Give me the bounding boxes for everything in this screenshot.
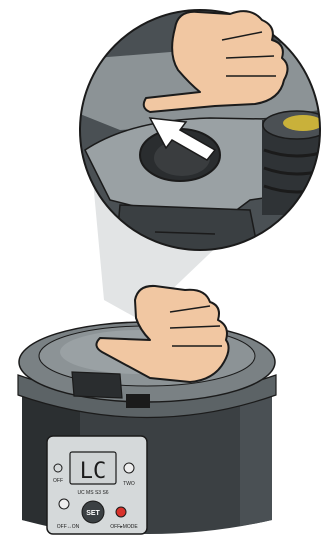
plus-button[interactable] — [124, 463, 134, 473]
label-off: OFF — [53, 478, 63, 484]
ribbed-connector — [262, 111, 322, 215]
control-panel: LC OFF TWO UC MS S3 S6 SET OFF↔ON OFF▸MO… — [47, 436, 147, 534]
mode-row: UC MS S3 S6 — [77, 490, 108, 496]
set-label: SET — [86, 510, 100, 517]
lcd-display: LC — [80, 459, 107, 484]
label-two: TWO — [123, 481, 135, 487]
on-button[interactable] — [59, 499, 69, 509]
off-on-label: OFF↔ON — [57, 524, 80, 530]
mode-button[interactable] — [116, 507, 126, 517]
off-mode-label: OFF▸MODE — [110, 524, 138, 530]
